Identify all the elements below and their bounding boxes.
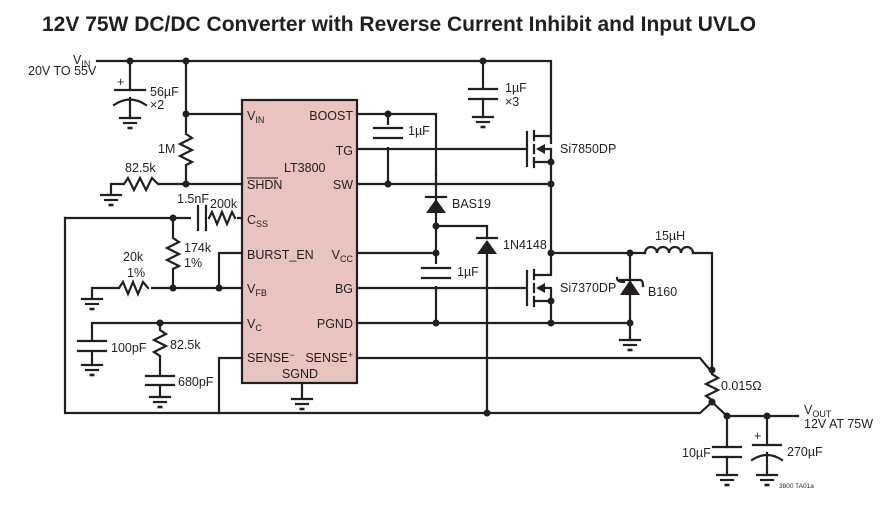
svg-text:1µF: 1µF xyxy=(408,124,430,138)
svg-text:15µH: 15µH xyxy=(655,229,685,243)
pin-sw: SW xyxy=(333,178,353,192)
bas19-diode: BAS19 xyxy=(424,173,491,255)
bottom-mosfet: Si7370DP xyxy=(525,251,616,325)
output-capacitor-270uf: + 270µF xyxy=(750,414,823,487)
top-mosfet: Si7850DP xyxy=(525,129,616,186)
svg-text:174k: 174k xyxy=(184,241,212,255)
b160-schottky-diode: B160 xyxy=(615,251,677,325)
uvlo-resistor-1m: 1M xyxy=(158,132,195,167)
pin-bg: BG xyxy=(335,282,353,296)
input-capacitor: + 56µF ×2 xyxy=(112,59,179,130)
1n4148-diode: 1N4148 xyxy=(475,236,547,415)
svg-text:200k: 200k xyxy=(210,197,238,211)
svg-text:Si7370DP: Si7370DP xyxy=(560,281,616,295)
sense-minus-return xyxy=(485,400,714,415)
pin-pgnd: PGND xyxy=(317,317,353,331)
svg-text:270µF: 270µF xyxy=(787,445,823,459)
svg-text:20k: 20k xyxy=(123,250,144,264)
svg-text:1µF: 1µF xyxy=(505,81,527,95)
svg-text:0.015Ω: 0.015Ω xyxy=(721,379,762,393)
sense-plus-wire xyxy=(355,356,712,372)
pin-vcc: VCC xyxy=(332,248,354,264)
svg-text:1M: 1M xyxy=(158,142,175,156)
comp-capacitor-100pf: 100pF xyxy=(76,339,147,377)
output-feedback-wire xyxy=(63,216,489,415)
svg-text:82.5k: 82.5k xyxy=(125,161,156,175)
svg-text:+: + xyxy=(754,429,761,443)
svg-text:B160: B160 xyxy=(648,285,677,299)
sense-resistor: 0.015Ω xyxy=(703,368,762,404)
pin-shdn: SHDN xyxy=(247,178,282,192)
svg-text:100pF: 100pF xyxy=(111,341,147,355)
pin-sgnd: SGND xyxy=(282,367,318,381)
softstart-resistor: 200k xyxy=(207,197,238,227)
vc-wire xyxy=(90,321,244,341)
pin-sense-minus: SENSE− xyxy=(247,350,295,365)
vin-rail xyxy=(95,59,553,145)
svg-text:82.5k: 82.5k xyxy=(170,338,201,352)
uvlo-resistor-82k5: 82.5k xyxy=(122,161,160,193)
vcc-diode-wire xyxy=(434,224,489,240)
pin-css: CSS xyxy=(247,213,268,229)
svg-text:+: + xyxy=(117,75,124,89)
svg-text:×3: ×3 xyxy=(505,95,519,109)
svg-text:1%: 1% xyxy=(127,266,145,280)
inductor-15uh: 15µH xyxy=(643,229,714,372)
vfb-wire xyxy=(90,286,244,300)
comp-resistor-82k5: 82.5k xyxy=(151,321,201,377)
vin-range-label: 20V TO 55V xyxy=(28,64,97,78)
boost-wire xyxy=(355,112,438,177)
vin-label: VIN xyxy=(73,53,90,69)
comp-capacitor-680pf: 680pF xyxy=(144,374,214,409)
svg-text:Si7850DP: Si7850DP xyxy=(560,142,616,156)
sense-minus-wire xyxy=(217,356,244,415)
svg-text:1N4148: 1N4148 xyxy=(503,238,547,252)
vout-rating-label: 12V AT 75W xyxy=(804,417,873,431)
fb-resistor-20k: 20k 1% xyxy=(117,250,151,297)
pin-vfb: VFB xyxy=(247,282,267,298)
fb-resistor-174k: 174k 1% xyxy=(164,236,212,271)
pin-vin: VIN xyxy=(247,109,264,125)
output-capacitor-10uf: 10µF xyxy=(682,414,743,487)
pin-sense-plus: SENSE+ xyxy=(305,350,353,365)
pin-boost: BOOST xyxy=(309,109,353,123)
svg-text:1.5nF: 1.5nF xyxy=(177,192,209,206)
ic-part-label: LT3800 xyxy=(284,161,326,175)
svg-text:×2: ×2 xyxy=(150,98,164,112)
svg-text:680pF: 680pF xyxy=(178,375,214,389)
pin-burst-en: BURST_EN xyxy=(247,248,314,262)
schematic-title: 12V 75W DC/DC Converter with Reverse Cur… xyxy=(42,13,756,36)
softstart-capacitor: 1.5nF xyxy=(177,192,211,232)
bypass-capacitors: 1µF ×3 xyxy=(467,59,527,129)
lt3800-ic xyxy=(240,98,359,385)
svg-text:1%: 1% xyxy=(184,256,202,270)
burst-en-wire xyxy=(217,251,244,290)
svg-text:BAS19: BAS19 xyxy=(452,197,491,211)
svg-text:56µF: 56µF xyxy=(150,85,179,99)
figure-id: 3800 TA01a xyxy=(779,483,814,490)
pin-vc: VC xyxy=(247,317,262,333)
pin-tg: TG xyxy=(336,144,353,158)
vout-label: VOUT xyxy=(804,403,832,419)
svg-text:10µF: 10µF xyxy=(682,446,711,460)
svg-text:1µF: 1µF xyxy=(457,265,479,279)
shdn-wire xyxy=(109,182,244,196)
